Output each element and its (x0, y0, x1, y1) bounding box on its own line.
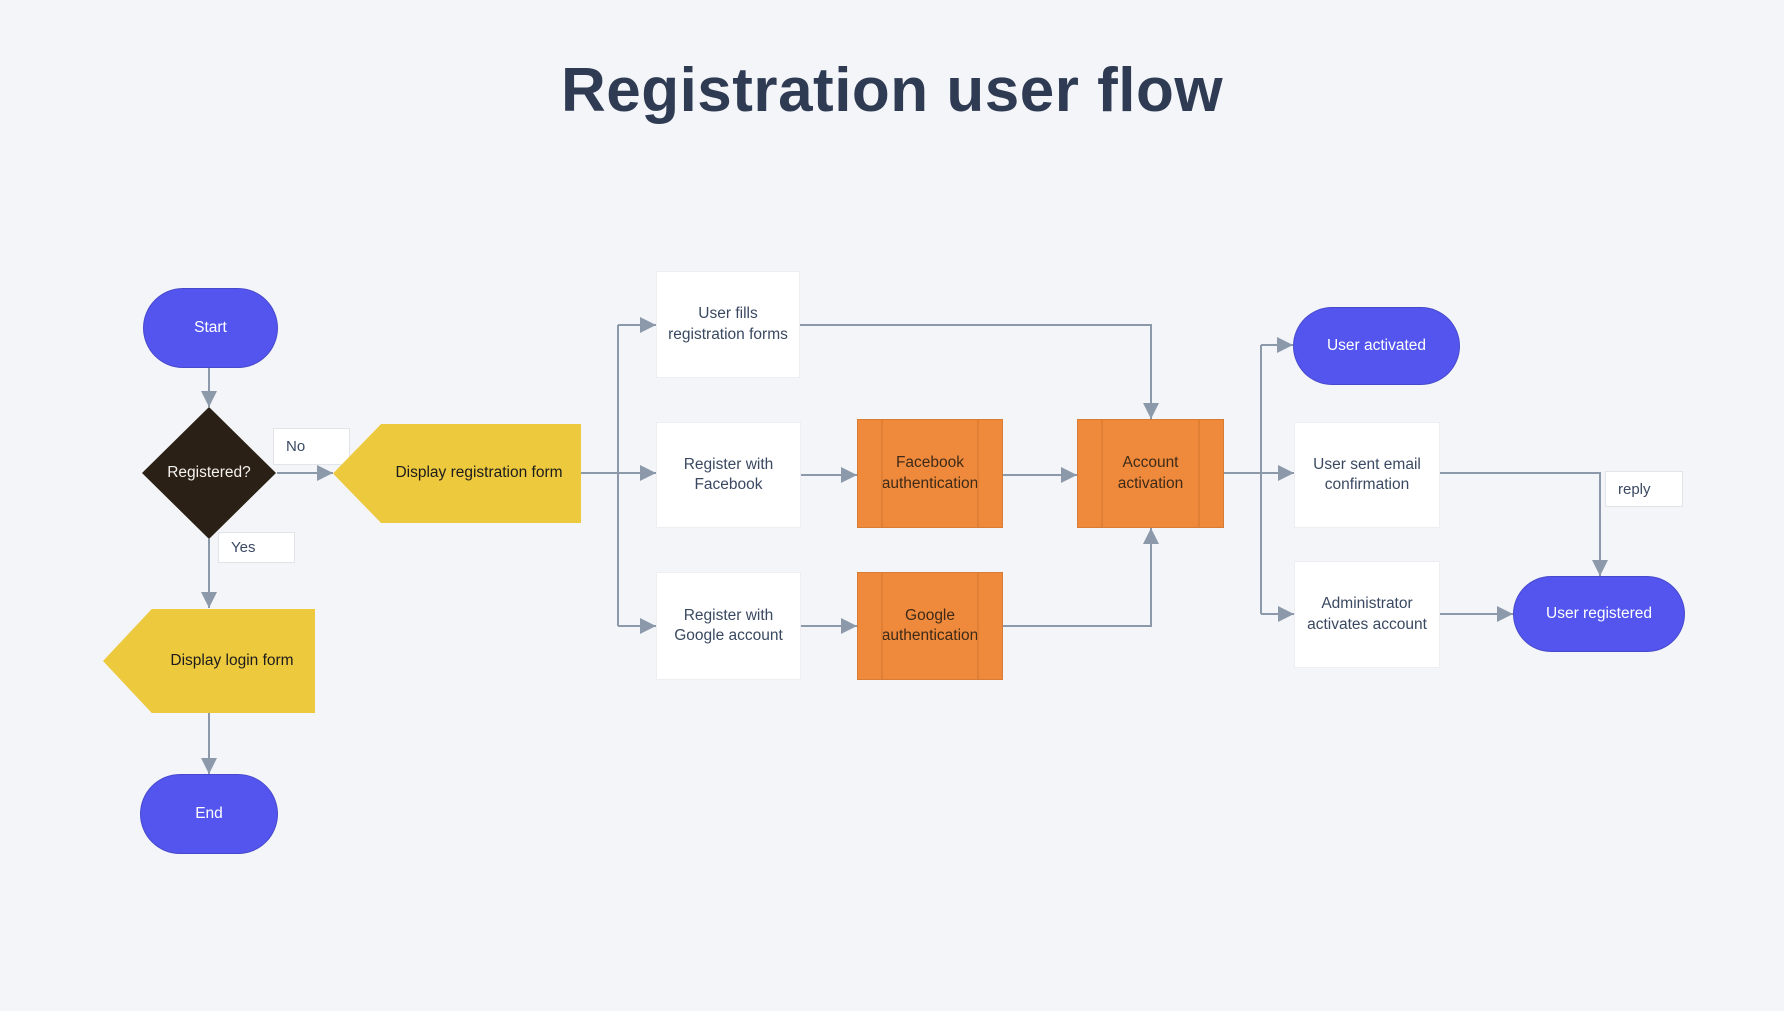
node-user-activated: User activated (1293, 307, 1460, 385)
diagram-title: Registration user flow (560, 56, 1224, 125)
node-google-auth-label: Google authentication (881, 606, 979, 644)
node-facebook-authentication: Facebook authentication (857, 419, 1003, 528)
node-end-label: End (195, 804, 223, 822)
edge-label-reply-text: reply (1618, 480, 1651, 498)
node-account-activation-label: Account activation (1117, 454, 1184, 492)
node-account-activation: Account activation (1077, 419, 1224, 528)
edge-label-no: No (273, 428, 350, 465)
node-user-registered-label: User registered (1546, 604, 1652, 622)
node-register-with-facebook: Register with Facebook (656, 422, 801, 528)
node-display-registration-form-label: Display registration form (395, 464, 563, 482)
predefined-process-bar-icon (1101, 420, 1103, 527)
edge-label-no-text: No (286, 438, 306, 455)
node-google-authentication: Google authentication (857, 572, 1003, 680)
connector-user-sent-email-to-user-registered (1440, 472, 1608, 576)
connector-google-auth-to-account-activation (1003, 528, 1159, 627)
edge-label-yes: Yes (218, 532, 295, 563)
node-start-label: Start (194, 318, 227, 336)
node-facebook-auth-label: Facebook authentication (881, 454, 979, 492)
node-admin-activates-label: Administrator activates account (1307, 595, 1427, 633)
node-user-fills-label: User fills registration forms (668, 305, 788, 343)
predefined-process-bar-icon (977, 573, 979, 679)
edge-label-reply: reply (1605, 471, 1683, 507)
predefined-process-bar-icon (881, 573, 883, 679)
edge-label-yes-text: Yes (231, 539, 256, 556)
node-registered-label: Registered? (167, 463, 251, 481)
predefined-process-bar-icon (881, 420, 883, 527)
node-user-registered: User registered (1513, 576, 1685, 652)
node-register-google-label: Register with Google account (674, 606, 783, 644)
node-start: Start (143, 288, 278, 368)
predefined-process-bar-icon (977, 420, 979, 527)
node-user-fills-registration-forms: User fills registration forms (656, 271, 800, 378)
node-end: End (140, 774, 278, 854)
node-display-login-form-label: Display login form (170, 651, 294, 669)
node-user-sent-email-label: User sent email confirmation (1313, 455, 1421, 493)
node-administrator-activates-account: Administrator activates account (1294, 561, 1440, 668)
node-register-with-google: Register with Google account (656, 572, 801, 680)
node-display-login-form: Display login form (103, 609, 315, 713)
node-user-activated-label: User activated (1326, 336, 1427, 354)
node-register-facebook-label: Register with Facebook (683, 455, 774, 493)
node-user-sent-email-confirmation: User sent email confirmation (1294, 422, 1440, 528)
predefined-process-bar-icon (1198, 420, 1200, 527)
connector-user-fills-to-account-activation (800, 324, 1159, 419)
node-display-registration-form: Display registration form (333, 424, 581, 523)
